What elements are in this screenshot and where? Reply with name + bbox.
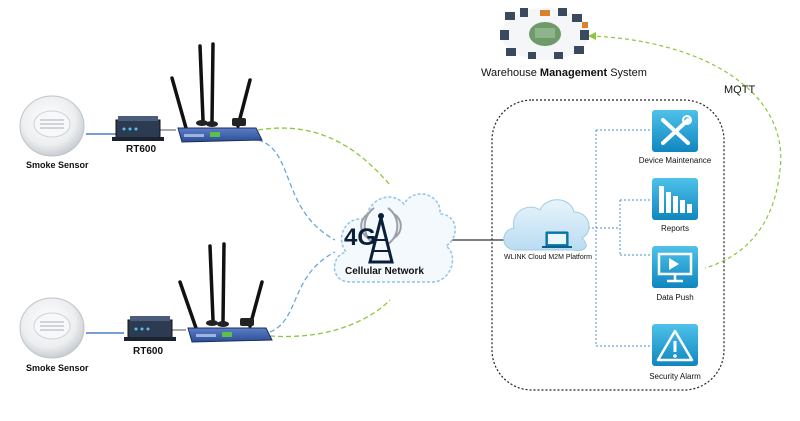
warehouse-title-post: System — [607, 67, 647, 79]
smoke-sensor-top — [19, 95, 85, 157]
link-bottom-green — [269, 299, 391, 338]
service-label-device-maintenance: Device Maintenance — [638, 156, 712, 165]
warehouse-system-collage — [500, 8, 589, 60]
mqtt-label: MQTT — [724, 84, 756, 96]
warehouse-system-title: Warehouse Management System — [481, 67, 647, 79]
warehouse-title-bold: Management — [539, 67, 608, 79]
cloud-platform-icon — [503, 199, 590, 251]
cellular-router-bottom — [178, 242, 273, 343]
service-label-security-alarm: Security Alarm — [649, 372, 701, 381]
smoke-sensor-label-top: Smoke Sensor — [26, 160, 89, 170]
rt600-label-bottom: RT600 — [133, 346, 164, 357]
platform-container — [491, 99, 725, 391]
platform-label: WLINK Cloud M2M Platform — [504, 254, 592, 261]
service-connectors — [580, 129, 652, 347]
rt600-unit-top — [112, 116, 164, 141]
bar-chart-icon — [652, 178, 698, 220]
link-bottom-blue — [269, 251, 336, 333]
warehouse-title-pre: Warehouse — [481, 67, 540, 79]
smoke-sensor-label-bottom: Smoke Sensor — [26, 363, 89, 373]
rt600-unit-bottom — [124, 316, 176, 341]
mqtt-arrow-head — [588, 32, 596, 40]
rt600-label-top: RT600 — [126, 144, 157, 155]
cell-tower-icon — [360, 207, 402, 264]
cellular-badge: 4G — [344, 224, 377, 251]
warning-icon — [652, 324, 698, 366]
service-label-data-push: Data Push — [656, 293, 694, 302]
cellular-router-top — [170, 42, 263, 143]
link-top-green — [257, 127, 391, 186]
cellular-network-label: Cellular Network — [345, 266, 424, 277]
tools-icon — [652, 110, 698, 152]
monitor-icon — [652, 246, 698, 288]
service-label-reports: Reports — [660, 224, 689, 233]
smoke-sensor-bottom — [19, 297, 85, 359]
link-top-blue — [257, 139, 336, 241]
